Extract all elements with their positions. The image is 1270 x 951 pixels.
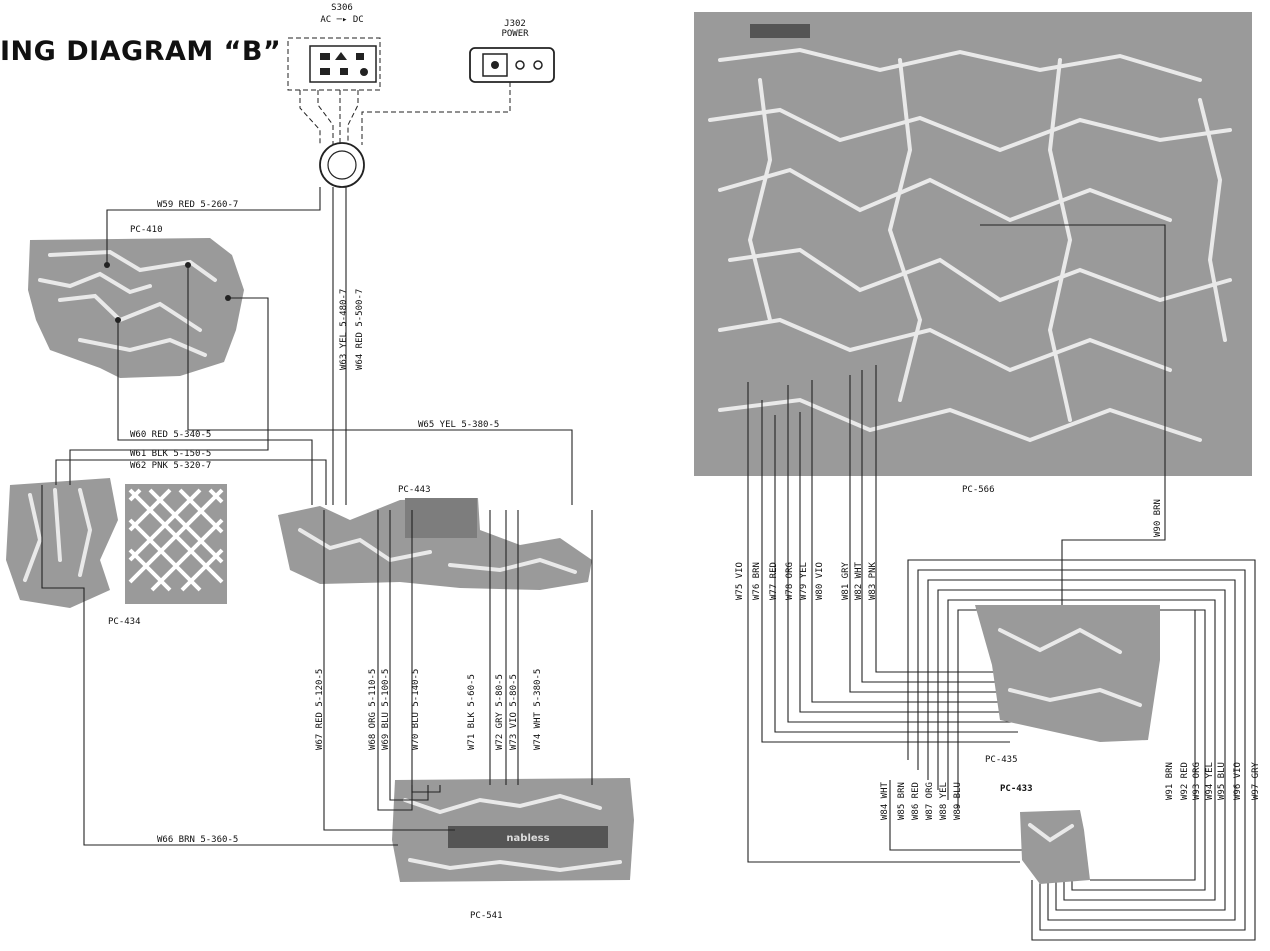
board-pc-566: PC-566: [694, 12, 1252, 505]
wire-w75-label: W75 VIO: [735, 562, 745, 600]
wire-w91-label: W91 BRN: [1165, 762, 1175, 800]
jack-name: J302: [504, 19, 526, 29]
wire-w94-label: W94 YEL: [1205, 762, 1215, 800]
board-pc-434: PC-434: [6, 478, 227, 627]
wire-w88-label: W88 YEL: [939, 782, 949, 820]
mid-wire-labels: W67 RED 5-120-5 W68 ORG 5-110-5 W69 BLU …: [315, 669, 543, 750]
wire-w95-label: W95 BLU: [1217, 762, 1227, 800]
wire-w81-label: W81 GRY: [841, 561, 851, 600]
wire-w61-label: W61 BLK 5-150-5: [130, 449, 211, 459]
wire-w78-label: W78 ORG: [785, 562, 795, 600]
wire-w68-label: W68 ORG 5-110-5: [368, 669, 378, 750]
switch-s306: S306 AC ─▸ DC: [287, 3, 381, 91]
right-wire-labels: W75 VIO W76 BRN W77 RED W78 ORG W79 YEL …: [735, 499, 1261, 820]
switch-name: S306: [331, 3, 353, 13]
wire-w84-label: W84 WHT: [880, 781, 890, 820]
wire-w66-label: W66 BRN 5-360-5: [157, 835, 238, 845]
wire-w71-label: W71 BLK 5-60-5: [467, 674, 477, 750]
board-pc-541: nabless PC-541: [392, 778, 634, 921]
pc-443-label: PC-443: [398, 485, 431, 495]
wire-w74-label: W74 WHT 5-380-5: [533, 669, 543, 750]
wire-w59-label: W59 RED 5-260-7: [157, 200, 238, 210]
wire-w62-label: W62 PNK 5-320-7: [130, 461, 211, 471]
diagram-title: ING DIAGRAM “B”: [0, 36, 282, 67]
wire-w64-label: W64 RED 5-500-7: [355, 289, 365, 370]
wire-w63-label: W63 YEL 5-480-7: [339, 289, 349, 370]
wire-w72-label: W72 GRY 5-80-5: [495, 674, 505, 750]
pc-541-label: PC-541: [470, 911, 503, 921]
pc-435-label: PC-435: [985, 755, 1018, 765]
wire-w86-label: W86 RED: [911, 782, 921, 820]
jack-label: POWER: [501, 29, 529, 39]
wire-w70-label: W70 BLU 5-140-5: [411, 669, 421, 750]
pc-434-label: PC-434: [108, 617, 141, 627]
switch-mode: AC ─▸ DC: [320, 15, 363, 25]
wire-w73-label: W73 VIO 5-80-5: [509, 674, 519, 750]
jack-j302: J302 POWER: [469, 19, 555, 83]
wire-w79-label: W79 YEL: [799, 562, 809, 600]
board-pc-410: PC-410: [28, 225, 244, 378]
wire-w89-label: W89 BLU: [953, 782, 963, 820]
wire-w60-label: W60 RED 5-340-5: [130, 430, 211, 440]
wire-w92-label: W92 RED: [1180, 762, 1190, 800]
wire-w82-label: W82 WHT: [854, 561, 864, 600]
pc-566-label: PC-566: [962, 485, 995, 495]
wire-w83-label: W83 PNK: [868, 561, 878, 600]
board-pc-433: PC-433: [1000, 784, 1090, 884]
pc-433-label: PC-433: [1000, 784, 1033, 794]
pc-541-brand: nabless: [506, 833, 549, 844]
left-wires: W59 RED 5-260-7 W60 RED 5-340-5 W61 BLK …: [41, 187, 593, 846]
wire-w77-label: W77 RED: [769, 562, 779, 600]
wire-w96-label: W96 VIO: [1233, 762, 1243, 800]
wire-w76-label: W76 BRN: [752, 562, 762, 600]
wire-w69-label: W69 BLU 5-100-5: [381, 669, 391, 750]
wire-w93-label: W93 ORG: [1192, 762, 1202, 800]
wire-w67-label: W67 RED 5-120-5: [315, 669, 325, 750]
wire-w97-label: W97 GRY: [1251, 761, 1261, 800]
wire-w87-label: W87 ORG: [925, 782, 935, 820]
pc-410-label: PC-410: [130, 225, 163, 235]
wire-w80-label: W80 VIO: [815, 562, 825, 600]
wire-w90-label: W90 BRN: [1153, 499, 1163, 537]
board-pc-435: PC-435: [975, 605, 1160, 765]
wire-w65-label: W65 YEL 5-380-5: [418, 420, 499, 430]
wire-w85-label: W85 BRN: [897, 782, 907, 820]
board-pc-443: PC-443: [278, 485, 592, 590]
